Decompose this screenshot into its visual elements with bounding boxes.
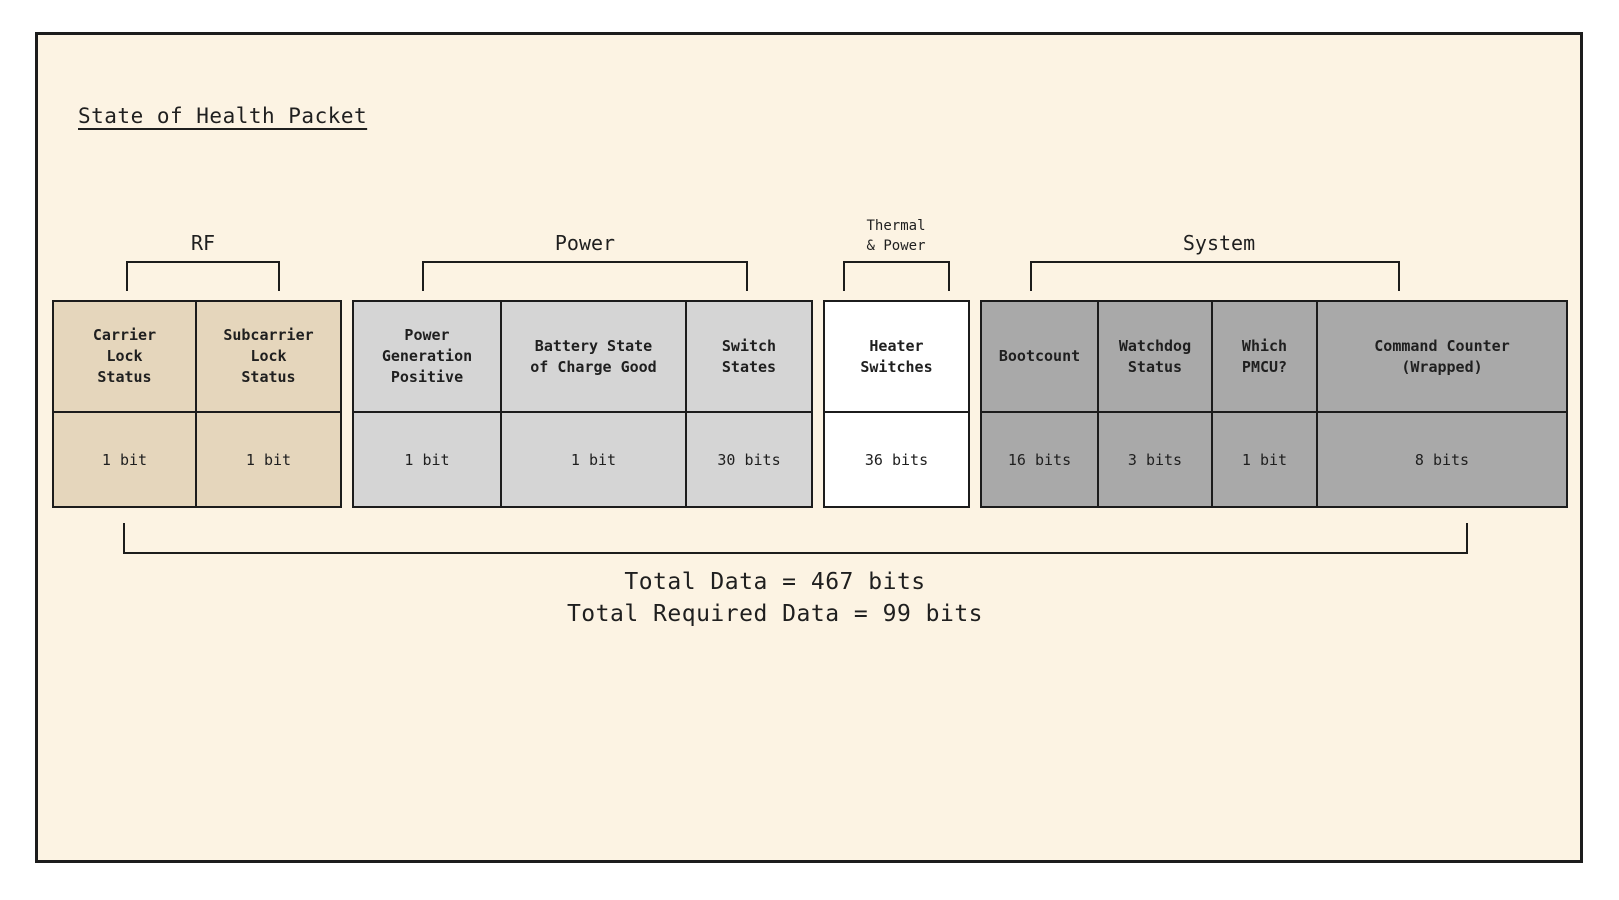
cell-bootcount: Bootcount 16 bits — [982, 302, 1099, 506]
total-bracket — [123, 523, 1468, 554]
total-data-text: Total Data = 467 bits — [624, 569, 926, 595]
cell-subcarrier-lock-status: Subcarrier Lock Status 1 bit — [197, 302, 340, 506]
cell-bits: 1 bit — [245, 450, 292, 469]
power-table: Power Generation Positive 1 bit Battery … — [352, 300, 813, 508]
cell-which-pmcu: Which PMCU? 1 bit — [1213, 302, 1318, 506]
cell-name: Heater Switches — [825, 302, 968, 413]
cell-name: Carrier Lock Status — [54, 302, 195, 413]
cell-name: Watchdog Status — [1099, 302, 1211, 413]
cell-name: Which PMCU? — [1213, 302, 1316, 413]
cell-name: Switch States — [687, 302, 811, 413]
cell-name: Power Generation Positive — [354, 302, 500, 413]
cell-name: Bootcount — [982, 302, 1097, 413]
cell-command-counter-wrapped: Command Counter (Wrapped) 8 bits — [1318, 302, 1566, 506]
cell-bits: 36 bits — [864, 450, 929, 469]
cell-bits: 16 bits — [1007, 450, 1072, 469]
cell-bits: 1 bit — [1241, 450, 1288, 469]
cell-bits: 1 bit — [404, 450, 450, 469]
system-table: Bootcount 16 bits Watchdog Status 3 bits… — [980, 300, 1568, 508]
group-label-thermal-power: Thermal & Power — [866, 218, 926, 254]
group-label-rf: RF — [190, 231, 216, 255]
cell-battery-state-of-charge-good: Battery State of Charge Good 1 bit — [502, 302, 687, 506]
cell-bits: 1 bit — [101, 450, 148, 469]
cell-power-generation-positive: Power Generation Positive 1 bit — [354, 302, 502, 506]
cell-watchdog-status: Watchdog Status 3 bits — [1099, 302, 1213, 506]
cell-name: Command Counter (Wrapped) — [1318, 302, 1566, 413]
cell-switch-states: Switch States 30 bits — [687, 302, 811, 506]
group-label-power: Power — [554, 231, 616, 255]
group-label-system: System — [1182, 231, 1256, 255]
cell-name: Subcarrier Lock Status — [197, 302, 340, 413]
cell-carrier-lock-status: Carrier Lock Status 1 bit — [54, 302, 197, 506]
totals-block: Total Data = 467 bits Total Required Dat… — [567, 566, 983, 630]
rf-table: Carrier Lock Status 1 bit Subcarrier Loc… — [52, 300, 342, 508]
cell-bits: 30 bits — [717, 450, 781, 469]
thermal-power-table: Heater Switches 36 bits — [823, 300, 970, 508]
page-title: State of Health Packet — [78, 104, 368, 128]
total-required-data-text: Total Required Data = 99 bits — [566, 601, 984, 627]
thermal-power-bracket — [843, 261, 950, 291]
cell-bits: 8 bits — [1414, 450, 1470, 469]
power-bracket — [422, 261, 748, 291]
cell-bits: 3 bits — [1127, 450, 1183, 469]
rf-bracket — [126, 261, 280, 291]
cell-heater-switches: Heater Switches 36 bits — [825, 302, 968, 506]
system-bracket — [1030, 261, 1400, 291]
cell-name: Battery State of Charge Good — [502, 302, 685, 413]
cell-bits: 1 bit — [570, 450, 617, 469]
